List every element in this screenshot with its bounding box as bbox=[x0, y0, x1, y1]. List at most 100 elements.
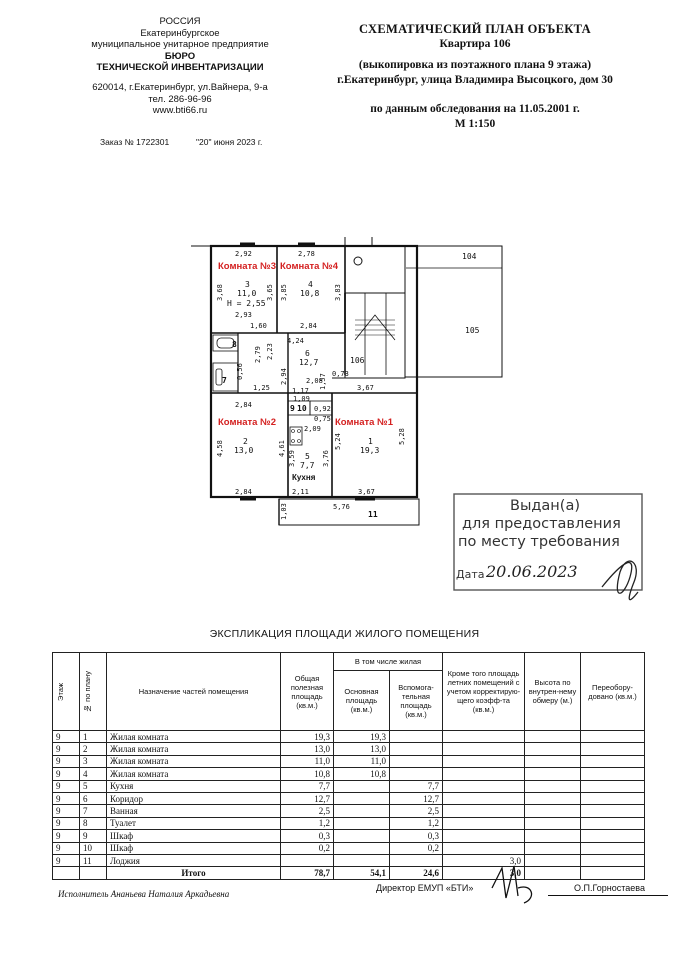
room-2-label: Комната №2 bbox=[218, 417, 276, 428]
cell-total: 10,8 bbox=[280, 767, 334, 781]
cell-reequip bbox=[580, 767, 645, 781]
dim-368: 3,68 bbox=[216, 284, 224, 301]
dim-208: 2,08 bbox=[306, 377, 323, 385]
header-site: www.bti66.ru bbox=[152, 105, 208, 117]
header-country: РОССИЯ bbox=[159, 16, 201, 27]
stamp-date-label: Дата bbox=[456, 568, 485, 581]
dim-284c: 2,84 bbox=[235, 488, 252, 496]
room-1-number: 1 bbox=[368, 437, 373, 446]
cell-floor: 9 bbox=[52, 767, 80, 781]
plan-apartment: Квартира 106 bbox=[439, 38, 511, 50]
dim-367b: 3,67 bbox=[358, 488, 375, 496]
cell-floor: 9 bbox=[52, 754, 80, 769]
dim-385: 3,85 bbox=[280, 284, 288, 301]
dim-294: 2,94 bbox=[280, 368, 288, 385]
cell-height bbox=[524, 816, 581, 831]
cell-num: 1 bbox=[79, 729, 107, 744]
plan-scale: М 1:150 bbox=[454, 118, 496, 130]
area-105: 105 bbox=[465, 326, 480, 335]
dim-365: 3,65 bbox=[266, 284, 274, 301]
floor-plan: Комната №3 Комната №4 Комната №2 Комната… bbox=[191, 237, 503, 526]
room-9-number: 9 bbox=[290, 404, 295, 413]
stamp-date-value: 20.06.2023 bbox=[486, 562, 578, 581]
room-8-number: 8 bbox=[232, 340, 237, 349]
col-summer: Кроме того площадь летних помещений с уч… bbox=[442, 652, 525, 731]
total-main: 54,1 bbox=[333, 866, 390, 880]
cell-floor: 9 bbox=[52, 829, 80, 843]
order-number: Заказ № 1722301 bbox=[100, 137, 170, 147]
cell-aux: 7,7 bbox=[389, 779, 443, 793]
stamp-line-1: Выдан(а) bbox=[510, 498, 580, 514]
cell-total: 0,2 bbox=[280, 841, 334, 855]
dim-157: 1,57 bbox=[319, 373, 327, 390]
dim-278: 2,78 bbox=[298, 250, 315, 258]
dim-092: 0,92 bbox=[314, 405, 331, 413]
dim-211: 2,11 bbox=[292, 488, 309, 496]
stamp-signature bbox=[601, 560, 639, 601]
total-total: 78,7 bbox=[280, 866, 334, 880]
cell-main: 11,0 bbox=[333, 754, 390, 769]
col-incl: В том числе жилая bbox=[333, 652, 443, 671]
cell-name: Жилая комната bbox=[106, 729, 281, 744]
area-106: 106 bbox=[350, 356, 365, 365]
cell-summer bbox=[442, 791, 525, 806]
stamp-border bbox=[453, 493, 643, 601]
dim-461: 4,61 bbox=[278, 440, 286, 457]
cell-name: Кухня bbox=[106, 779, 281, 793]
col-total: Общая полезная площадь (кв.м.) bbox=[280, 652, 334, 731]
cell-num: 9 bbox=[79, 829, 107, 843]
cell-main bbox=[333, 829, 390, 843]
dim-209: 2,09 bbox=[304, 425, 321, 433]
plan-address: г.Екатеринбург, улица Владимира Высоцког… bbox=[337, 74, 613, 86]
cell-floor: 9 bbox=[52, 729, 80, 744]
cell-num: 8 bbox=[79, 816, 107, 831]
plan-header: СХЕМАТИЧЕСКИЙ ПЛАН ОБЪЕКТА Квартира 106 … bbox=[305, 22, 645, 132]
header-org-type: муниципальное унитарное предприятие bbox=[91, 39, 269, 51]
cell-num: 4 bbox=[79, 767, 107, 781]
cell-total: 1,2 bbox=[280, 816, 334, 831]
cell-num: 7 bbox=[79, 804, 107, 818]
cell-height bbox=[524, 729, 581, 744]
cell-summer bbox=[442, 754, 525, 769]
cell-main bbox=[333, 804, 390, 818]
cell-name: Туалет bbox=[106, 816, 281, 831]
area-104: 104 bbox=[462, 252, 477, 261]
room-3-area: 11,0 bbox=[237, 289, 256, 298]
signature-line bbox=[548, 895, 668, 896]
cell-name: Жилая комната bbox=[106, 754, 281, 769]
cell-total: 11,0 bbox=[280, 754, 334, 769]
director-signature bbox=[491, 865, 533, 904]
cell-main: 19,3 bbox=[333, 729, 390, 744]
room-6-number: 6 bbox=[305, 349, 310, 358]
cell-aux bbox=[389, 729, 443, 744]
cell-height bbox=[524, 804, 581, 818]
cell-reequip bbox=[580, 816, 645, 831]
room-7-number: 7 bbox=[222, 376, 227, 385]
dim-056: 0,56 bbox=[236, 363, 244, 380]
cell-height bbox=[524, 779, 581, 793]
cell-total: 12,7 bbox=[280, 791, 334, 806]
cell-main bbox=[333, 779, 390, 793]
room-3-number: 3 bbox=[245, 280, 250, 289]
cell-name: Лоджия bbox=[106, 853, 281, 868]
col-floor: Этаж bbox=[52, 652, 80, 731]
cell-aux: 2,5 bbox=[389, 804, 443, 818]
header-city: Екатеринбургское bbox=[140, 27, 220, 39]
cell-total: 2,5 bbox=[280, 804, 334, 818]
dim-424: 4,24 bbox=[287, 337, 304, 345]
cell-main bbox=[333, 841, 390, 855]
cell-floor: 9 bbox=[52, 742, 80, 756]
cell-total: 7,7 bbox=[280, 779, 334, 793]
room-4-label: Комната №4 bbox=[280, 261, 339, 272]
cell-reequip bbox=[580, 853, 645, 868]
cell-total: 19,3 bbox=[280, 729, 334, 744]
cell-summer bbox=[442, 829, 525, 843]
stamp-line-3: по месту требования bbox=[458, 534, 620, 550]
room-1-label: Комната №1 bbox=[335, 417, 394, 428]
